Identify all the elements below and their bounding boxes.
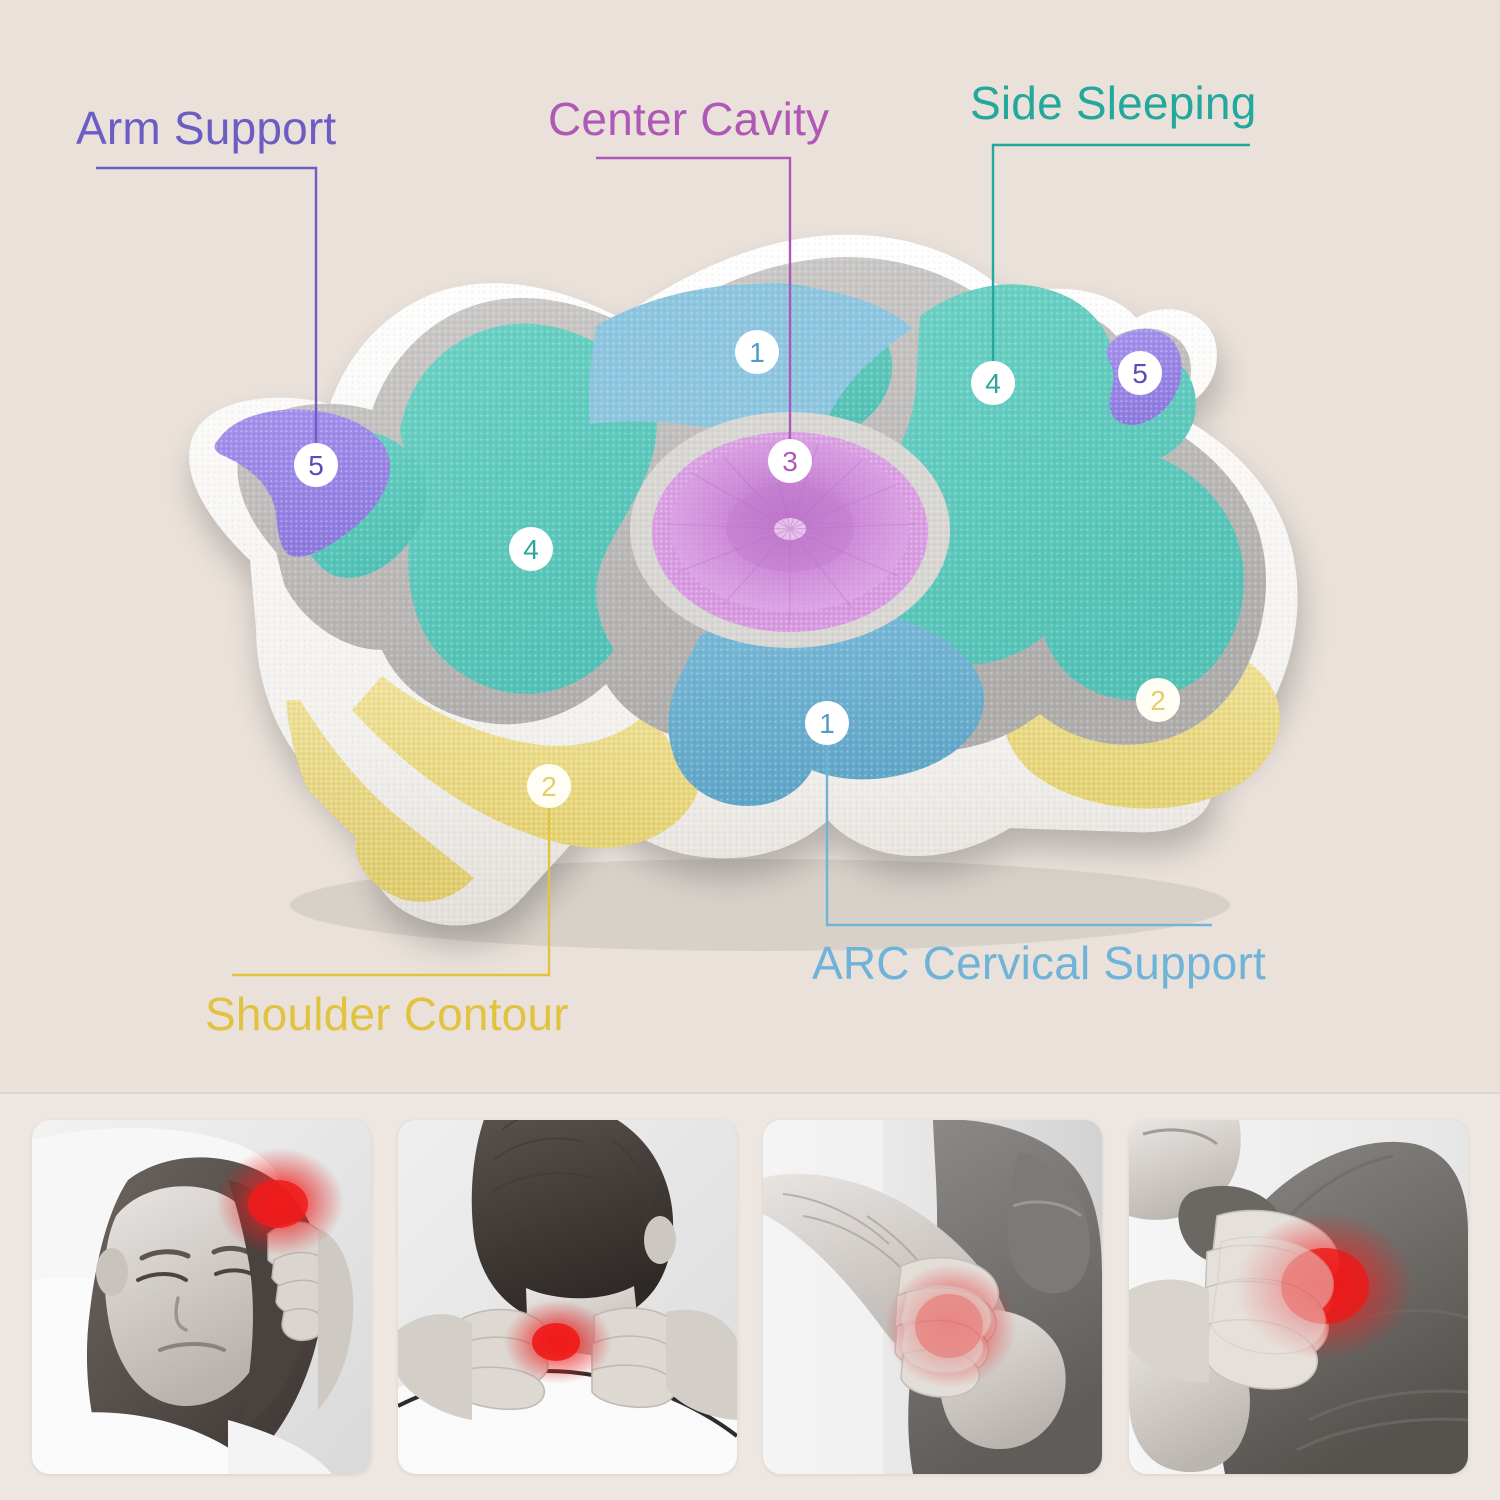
- leader-center-cavity: [596, 156, 792, 443]
- pain-points-photo-strip: [0, 1094, 1500, 1500]
- photo-headache: [32, 1120, 371, 1474]
- zone-arm-support-left: [214, 409, 391, 557]
- photo-elbow-pain: [763, 1120, 1103, 1474]
- leader-shoulder-contour: [232, 804, 551, 977]
- photo-shoulder-pain: [1128, 1120, 1468, 1474]
- section-divider: [0, 1092, 1500, 1094]
- svg-text:5: 5: [1132, 358, 1148, 389]
- leader-arc-cervical-support: [825, 741, 1212, 927]
- svg-text:1: 1: [749, 337, 765, 368]
- leader-side-sleeping: [991, 143, 1250, 365]
- badge-2-left: 2: [527, 764, 571, 808]
- photo-neck-pain: [397, 1120, 737, 1474]
- callout-label-side-sleeping: Side Sleeping: [970, 77, 1257, 129]
- badge-4-right: 4: [971, 361, 1015, 405]
- badge-1-front: 1: [805, 701, 849, 745]
- svg-text:2: 2: [541, 771, 557, 802]
- svg-text:4: 4: [523, 534, 539, 565]
- badge-1-back: 1: [735, 330, 779, 374]
- pillow-illustration: 1 1 2 2 3 4 4: [96, 143, 1298, 977]
- zone-number-badges: 1 1 2 2 3 4 4: [294, 330, 1180, 808]
- svg-text:1: 1: [819, 708, 835, 739]
- callout-leader-lines: [96, 143, 1250, 977]
- badge-5-left: 5: [294, 443, 338, 487]
- callout-label-center-cavity: Center Cavity: [548, 93, 830, 145]
- badge-4-left: 4: [509, 527, 553, 571]
- svg-text:2: 2: [1150, 685, 1166, 716]
- zone-shoulder-contour-left: [286, 700, 474, 902]
- callout-label-arc-cervical-support: ARC Cervical Support: [812, 937, 1266, 989]
- badge-5-right: 5: [1118, 351, 1162, 395]
- zone-center-cavity: [630, 412, 950, 648]
- badge-2-right: 2: [1136, 678, 1180, 722]
- svg-text:5: 5: [308, 450, 324, 481]
- callout-label-shoulder-contour: Shoulder Contour: [205, 988, 569, 1040]
- leader-arm-support: [96, 166, 318, 446]
- product-feature-diagram: 1 1 2 2 3 4 4: [76, 77, 1298, 1040]
- zone-shoulder-contour-left-face: [352, 676, 700, 848]
- svg-text:4: 4: [985, 368, 1001, 399]
- svg-text:3: 3: [782, 446, 798, 477]
- callout-label-arm-support: Arm Support: [76, 102, 337, 154]
- badge-3-center-cavity: 3: [768, 439, 812, 483]
